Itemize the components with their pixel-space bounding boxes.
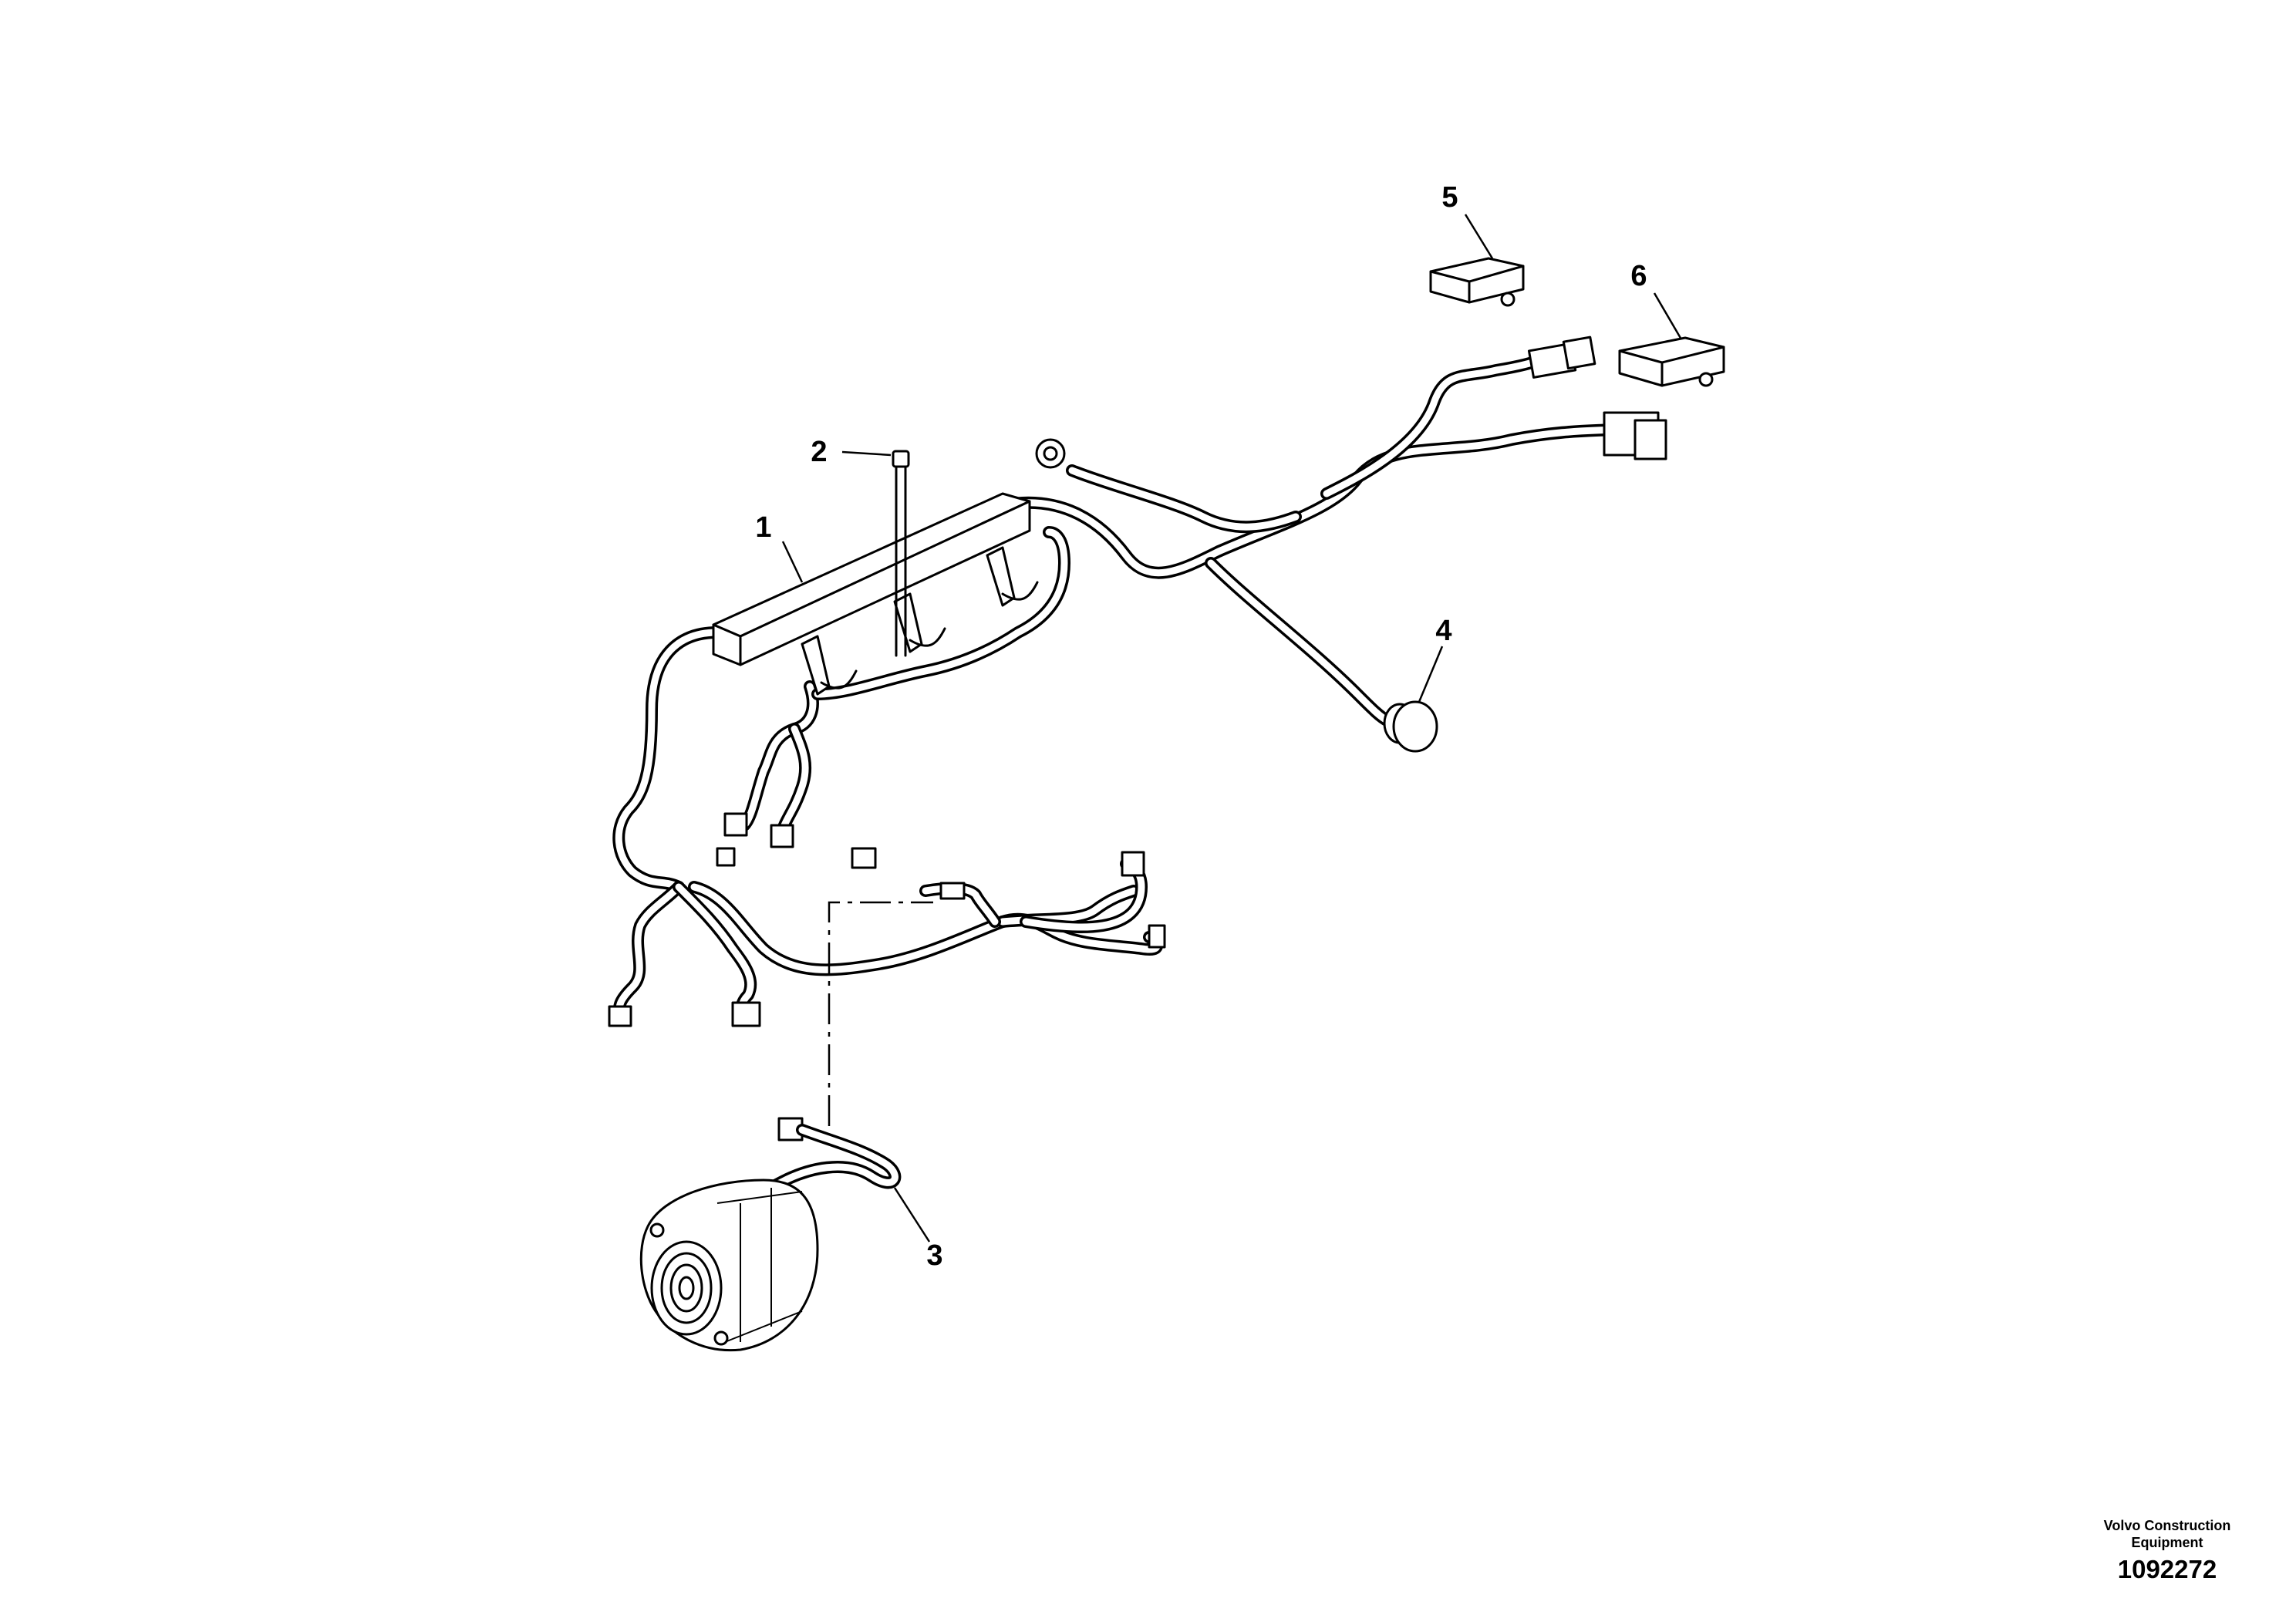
main-harness-cables [612,352,1633,1020]
clip-6 [1618,336,1725,387]
alternator-cable [765,901,933,1194]
injector-rail [712,492,1039,696]
callout-1: 1 [755,511,771,544]
alternator [639,1179,819,1352]
callout-2: 2 [811,436,827,468]
callout-3: 3 [926,1239,942,1272]
grommet [1383,700,1438,753]
harness-connectors [608,336,1667,1027]
leader-lines [781,214,1683,1243]
bolt [892,450,910,657]
callout-labels: 1 2 3 4 5 6 [755,181,1647,1272]
callout-4: 4 [1435,615,1451,647]
callout-5: 5 [1441,181,1458,214]
clip-5 [1429,257,1525,307]
callout-6: 6 [1630,260,1647,292]
